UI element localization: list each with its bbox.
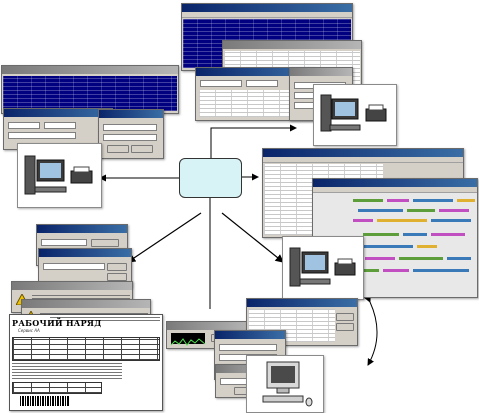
keyboard-icon bbox=[34, 186, 67, 193]
gantt-row bbox=[353, 199, 475, 202]
form-field bbox=[246, 80, 278, 87]
gantt-row bbox=[353, 269, 475, 272]
dialog-button bbox=[336, 323, 354, 331]
printer-icon bbox=[365, 104, 387, 122]
form-field bbox=[41, 239, 87, 246]
window-title-bar bbox=[215, 331, 285, 339]
window-title-bar bbox=[39, 249, 131, 257]
workstation-picture-top bbox=[313, 84, 397, 146]
monitor-icon bbox=[331, 98, 359, 120]
signal-display bbox=[170, 333, 206, 346]
keyboard-icon bbox=[262, 395, 304, 403]
dialog-button bbox=[131, 145, 153, 153]
form-field bbox=[8, 122, 40, 129]
window-register bbox=[1, 65, 179, 114]
monitor-icon bbox=[301, 251, 329, 274]
window-title-bar bbox=[182, 4, 352, 12]
workstation-drawing bbox=[320, 94, 387, 132]
central-hub bbox=[179, 158, 242, 198]
printer-icon bbox=[334, 258, 356, 276]
window-title-bar bbox=[196, 68, 314, 76]
keyboard-icon bbox=[329, 124, 361, 131]
connector-top bbox=[207, 124, 297, 164]
window-title-bar bbox=[99, 110, 163, 118]
form-field bbox=[103, 134, 157, 141]
window-title-bar bbox=[290, 68, 352, 76]
signal-waveform bbox=[170, 338, 206, 346]
barcode bbox=[20, 396, 70, 406]
window-title-bar bbox=[12, 282, 132, 290]
gantt-row bbox=[353, 245, 475, 248]
workstation-picture-right bbox=[282, 236, 364, 300]
terminal-drawing bbox=[262, 361, 313, 407]
window-journal bbox=[246, 298, 358, 346]
workstation-drawing bbox=[24, 155, 93, 195]
work-order-table bbox=[12, 337, 160, 361]
window-card bbox=[98, 109, 164, 159]
work-order-signature-table bbox=[12, 382, 102, 394]
form-field bbox=[103, 124, 157, 131]
window-title-bar bbox=[247, 299, 357, 307]
dialog-button bbox=[107, 145, 129, 153]
menu-bar bbox=[182, 12, 352, 18]
monitor-icon bbox=[266, 361, 300, 394]
window-title-bar bbox=[22, 300, 150, 308]
window-title-bar bbox=[2, 66, 178, 74]
window-title-bar bbox=[4, 109, 112, 117]
gantt-row bbox=[353, 257, 475, 260]
work-order-title: РАБОЧИЙ НАРЯД bbox=[12, 318, 102, 328]
data-grid bbox=[199, 90, 290, 117]
connector-lower-right bbox=[364, 295, 378, 366]
mouse-icon bbox=[305, 397, 313, 407]
keyboard-icon bbox=[299, 278, 331, 285]
work-order-details bbox=[12, 363, 122, 379]
dialog-button bbox=[336, 313, 354, 321]
gantt-row bbox=[353, 209, 475, 212]
connector-bottom-right bbox=[221, 212, 284, 263]
workstation-picture-left bbox=[17, 143, 102, 208]
form-field bbox=[8, 132, 76, 139]
workstation-drawing bbox=[289, 247, 356, 287]
work-order-document: РАБОЧИЙ НАРЯД Сервис АА bbox=[9, 314, 163, 411]
data-grid bbox=[3, 76, 177, 111]
dialog-button bbox=[107, 273, 127, 281]
message-text bbox=[32, 294, 130, 302]
gantt-row bbox=[353, 233, 475, 236]
dialog-button bbox=[107, 263, 127, 271]
work-order-subtitle: Сервис АА bbox=[18, 328, 40, 333]
gantt-row bbox=[353, 219, 475, 222]
form-field bbox=[200, 80, 242, 87]
terminal-picture bbox=[246, 355, 324, 413]
document-header-lines bbox=[50, 317, 160, 321]
window-title-bar bbox=[263, 149, 463, 157]
window-title-bar bbox=[223, 41, 361, 49]
form-field bbox=[44, 122, 76, 129]
dialog-button bbox=[91, 239, 119, 247]
window-title-bar bbox=[37, 225, 127, 233]
menu-bar bbox=[313, 187, 477, 193]
window-title-bar bbox=[313, 179, 477, 187]
form-field bbox=[43, 263, 105, 270]
menu-bar bbox=[263, 157, 463, 163]
monitor-icon bbox=[36, 159, 65, 182]
connector-bottom-left bbox=[127, 212, 202, 263]
printer-icon bbox=[70, 166, 93, 184]
form-field bbox=[219, 344, 277, 351]
window-title-bar bbox=[167, 322, 249, 330]
